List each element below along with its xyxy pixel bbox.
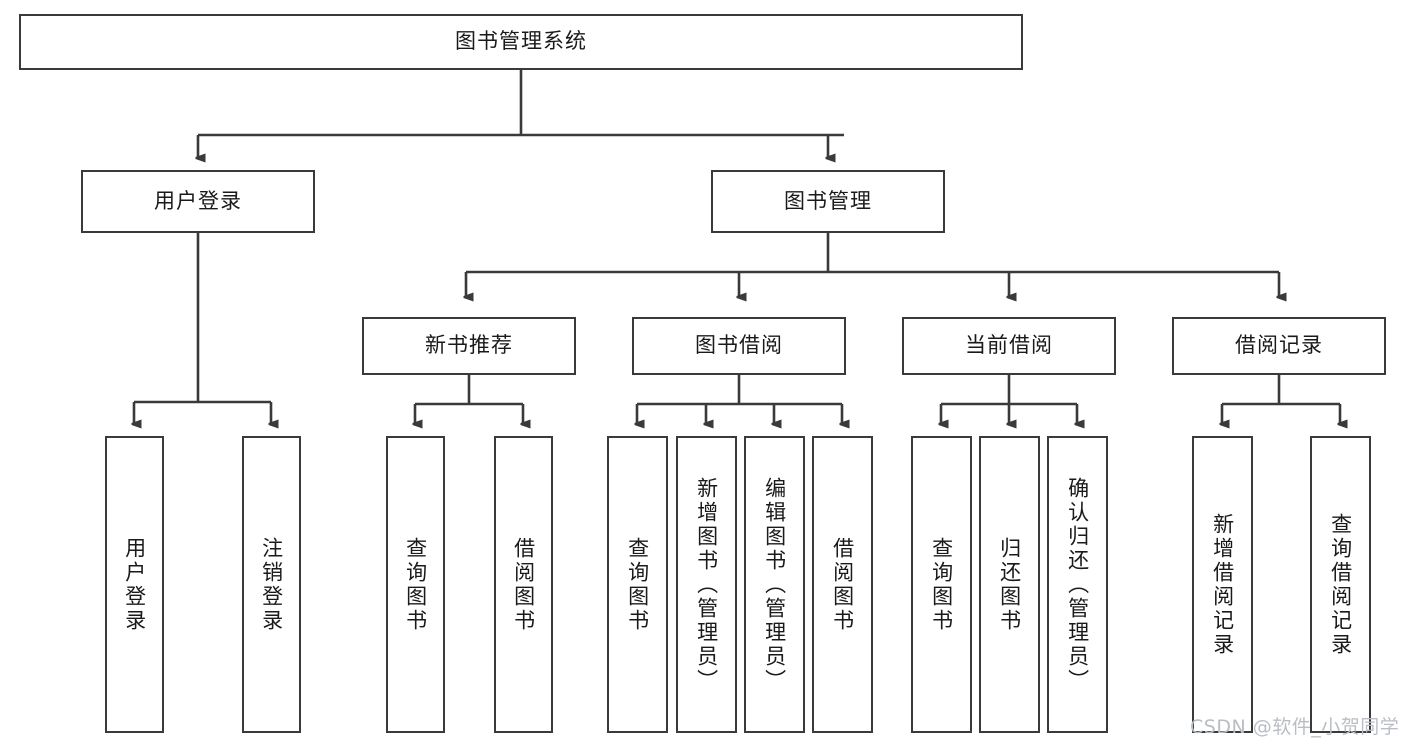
node-label: 图书管理系统 <box>455 29 587 54</box>
node-label: 借阅记录 <box>1235 333 1323 358</box>
node-label: 图书借阅 <box>695 333 783 358</box>
node-label: 新增图书（管理员） <box>694 476 719 693</box>
node-label: 归还图书 <box>997 536 1022 633</box>
leaf-borrow-book[interactable]: 借阅图书 <box>812 436 873 733</box>
node-label: 图书管理 <box>784 188 872 213</box>
leaf-add-borrow-record[interactable]: 新增借阅记录 <box>1192 436 1253 733</box>
node-label: 注销登录 <box>259 536 284 633</box>
node-label: 确认归还（管理员） <box>1065 476 1090 693</box>
watermark: CSDN @软件_小贺同学 <box>1190 716 1400 738</box>
leaf-logout[interactable]: 注销登录 <box>242 436 301 733</box>
node-borrow-record[interactable]: 借阅记录 <box>1172 317 1386 375</box>
leaf-user-login[interactable]: 用户登录 <box>105 436 164 733</box>
node-label: 查询图书 <box>929 536 954 633</box>
node-label: 用户登录 <box>122 536 147 633</box>
leaf-add-book-admin[interactable]: 新增图书（管理员） <box>676 436 737 733</box>
node-label: 借阅图书 <box>511 536 536 633</box>
node-label: 新书推荐 <box>425 333 513 358</box>
node-user-login[interactable]: 用户登录 <box>81 170 315 233</box>
node-book-borrow[interactable]: 图书借阅 <box>632 317 846 375</box>
leaf-query-book-current[interactable]: 查询图书 <box>911 436 972 733</box>
leaf-query-book-borrow[interactable]: 查询图书 <box>607 436 668 733</box>
node-new-book-recommend[interactable]: 新书推荐 <box>362 317 576 375</box>
node-label: 编辑图书（管理员） <box>762 476 787 693</box>
node-label: 当前借阅 <box>965 333 1053 358</box>
node-label: 查询借阅记录 <box>1328 512 1353 657</box>
leaf-confirm-return-admin[interactable]: 确认归还（管理员） <box>1047 436 1108 733</box>
node-book-management[interactable]: 图书管理 <box>711 170 945 233</box>
leaf-return-book[interactable]: 归还图书 <box>979 436 1040 733</box>
node-label: 用户登录 <box>154 188 242 213</box>
leaf-query-book-recommend[interactable]: 查询图书 <box>386 436 445 733</box>
node-current-borrow[interactable]: 当前借阅 <box>902 317 1116 375</box>
leaf-borrow-book-recommend[interactable]: 借阅图书 <box>494 436 553 733</box>
node-root-book-management-system[interactable]: 图书管理系统 <box>19 14 1023 70</box>
node-label: 新增借阅记录 <box>1210 512 1235 657</box>
leaf-edit-book-admin[interactable]: 编辑图书（管理员） <box>744 436 805 733</box>
leaf-query-borrow-record[interactable]: 查询借阅记录 <box>1310 436 1371 733</box>
node-label: 借阅图书 <box>830 536 855 633</box>
node-label: 查询图书 <box>403 536 428 633</box>
node-label: 查询图书 <box>625 536 650 633</box>
